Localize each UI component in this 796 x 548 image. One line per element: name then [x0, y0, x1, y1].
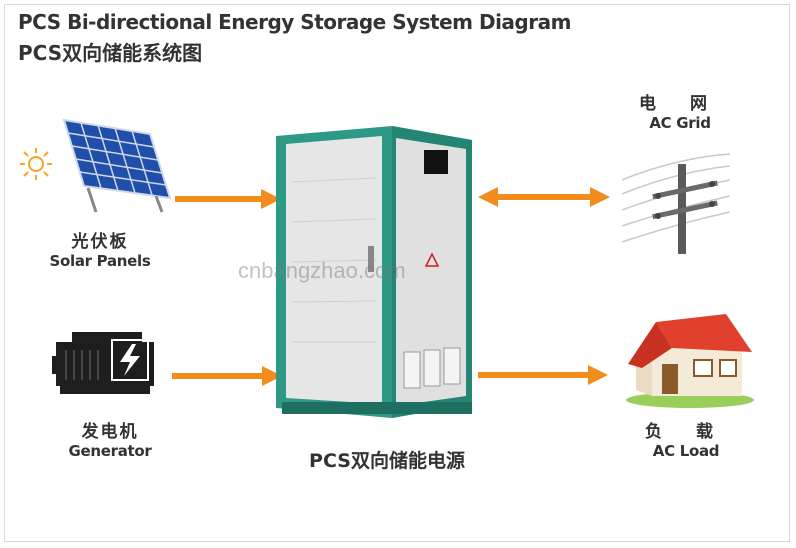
- diagram-title-zh: PCS双向储能系统图: [18, 41, 203, 65]
- generator-label: 发电机 Generator: [50, 422, 170, 460]
- solar-label: 光伏板 Solar Panels: [40, 232, 160, 270]
- solar-label-zh: 光伏板: [71, 232, 129, 252]
- sun-icon: [20, 148, 52, 180]
- arrow-generator-to-pcs: [172, 366, 282, 386]
- solar-panel-icon: [62, 118, 172, 213]
- load-label-en: AC Load: [652, 442, 720, 460]
- diagram-title-en: PCS Bi-directional Energy Storage System…: [18, 10, 571, 34]
- load-label: 负 载 AC Load: [626, 422, 746, 460]
- grid-label-zh: 电 网: [639, 94, 721, 114]
- watermark: cnbangzhao.com: [238, 258, 406, 283]
- arrow-pcs-grid-bidirectional: [478, 187, 610, 207]
- power-grid-icon: [622, 153, 730, 254]
- pcs-cabinet-icon: [276, 126, 472, 418]
- grid-label-en: AC Grid: [649, 114, 711, 132]
- grid-label: 电 网 AC Grid: [620, 94, 740, 132]
- load-label-zh: 负 载: [645, 422, 727, 442]
- generator-icon: [52, 332, 154, 394]
- solar-label-en: Solar Panels: [49, 252, 151, 270]
- pcs-label: PCS双向储能电源: [309, 450, 465, 472]
- generator-label-en: Generator: [68, 442, 152, 460]
- diagram-frame: [4, 4, 790, 542]
- house-icon: [626, 314, 754, 408]
- generator-label-zh: 发电机: [81, 422, 139, 442]
- arrow-pcs-to-load: [478, 365, 608, 385]
- arrow-solar-to-pcs: [175, 189, 281, 209]
